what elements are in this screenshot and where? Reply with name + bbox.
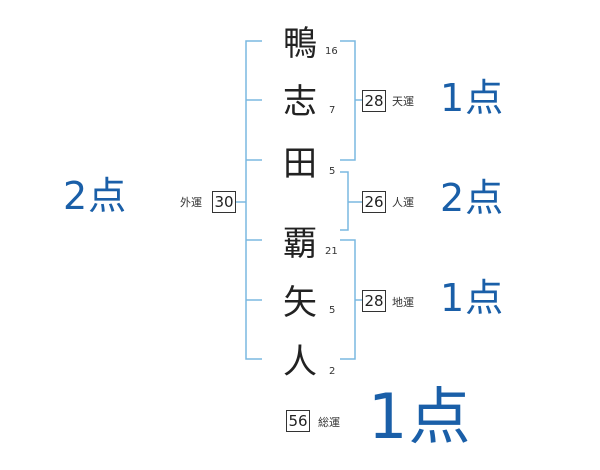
tenun-score: 1点 — [440, 76, 505, 120]
chiun-value-box: 28 — [362, 290, 386, 312]
stroke-count-4: 21 — [325, 246, 338, 257]
gaiun-score: 2点 — [63, 174, 128, 218]
name-char-3: 田 — [283, 144, 317, 184]
stroke-count-5: 5 — [329, 305, 336, 316]
jinun-score: 2点 — [440, 176, 505, 220]
chiun-bracket — [340, 239, 356, 360]
jinun-bracket — [340, 171, 349, 231]
stroke-count-3: 5 — [329, 166, 336, 177]
stroke-count-1: 16 — [325, 46, 338, 57]
souun-score: 1点 — [368, 380, 472, 453]
tenun-label: 天運 — [392, 95, 414, 108]
souun-label: 総運 — [318, 416, 340, 429]
jinun-label: 人運 — [392, 196, 414, 209]
stroke-count-2: 7 — [329, 105, 336, 116]
tenun-value-box: 28 — [362, 90, 386, 112]
outer-bracket-left — [245, 40, 262, 360]
jinun-value-box: 26 — [362, 191, 386, 213]
souun-value-box: 56 — [286, 410, 310, 432]
stroke-count-6: 2 — [329, 366, 336, 377]
name-char-5: 矢 — [283, 283, 317, 323]
chiun-label: 地運 — [392, 296, 414, 309]
name-char-6: 人 — [283, 342, 317, 382]
gaiun-value-box: 30 — [212, 191, 236, 213]
gaiun-label: 外運 — [180, 196, 202, 209]
tenun-bracket — [340, 40, 356, 161]
name-char-4: 覇 — [283, 224, 317, 264]
name-char-1: 鴨 — [283, 24, 317, 64]
chiun-score: 1点 — [440, 276, 505, 320]
name-char-2: 志 — [283, 82, 317, 122]
